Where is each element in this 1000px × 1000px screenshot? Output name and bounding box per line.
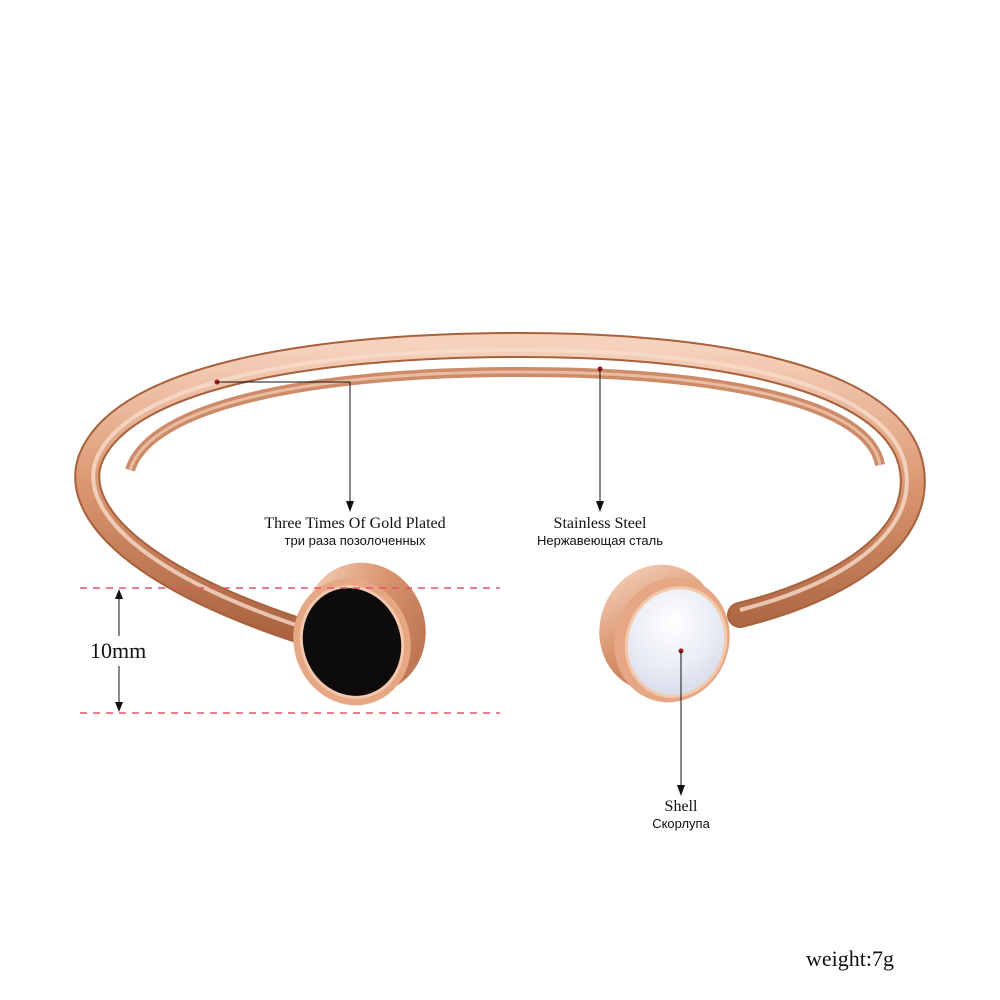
callout-material-ru: Нержавеющая сталь (537, 533, 663, 548)
callout-material: Stainless Steel Нержавеющая сталь (500, 515, 700, 548)
plating-arrow-icon (346, 501, 354, 512)
callout-plating-en: Three Times Of Gold Plated (264, 515, 446, 532)
weight-label: weight:7g (806, 946, 894, 971)
arrow-down-icon (115, 702, 123, 712)
shell-arrow-icon (677, 785, 685, 796)
left-end-cap (293, 562, 426, 706)
callout-leaders (214, 366, 685, 796)
callout-shell-en: Shell (664, 798, 698, 815)
dimension-label: 10mm (90, 636, 147, 666)
callout-plating-ru: три раза позолоченных (284, 533, 426, 548)
material-arrow-icon (596, 501, 604, 512)
dimension-guides (80, 587, 500, 714)
arrow-up-icon (115, 589, 123, 599)
callout-shell: Shell Скорлупа (621, 798, 741, 831)
bangle-band (74, 331, 926, 653)
callout-material-en: Stainless Steel (553, 515, 647, 532)
right-end-cap (599, 564, 730, 703)
callout-plating: Three Times Of Gold Plated три раза позо… (230, 515, 480, 548)
callout-shell-ru: Скорлупа (652, 816, 710, 831)
